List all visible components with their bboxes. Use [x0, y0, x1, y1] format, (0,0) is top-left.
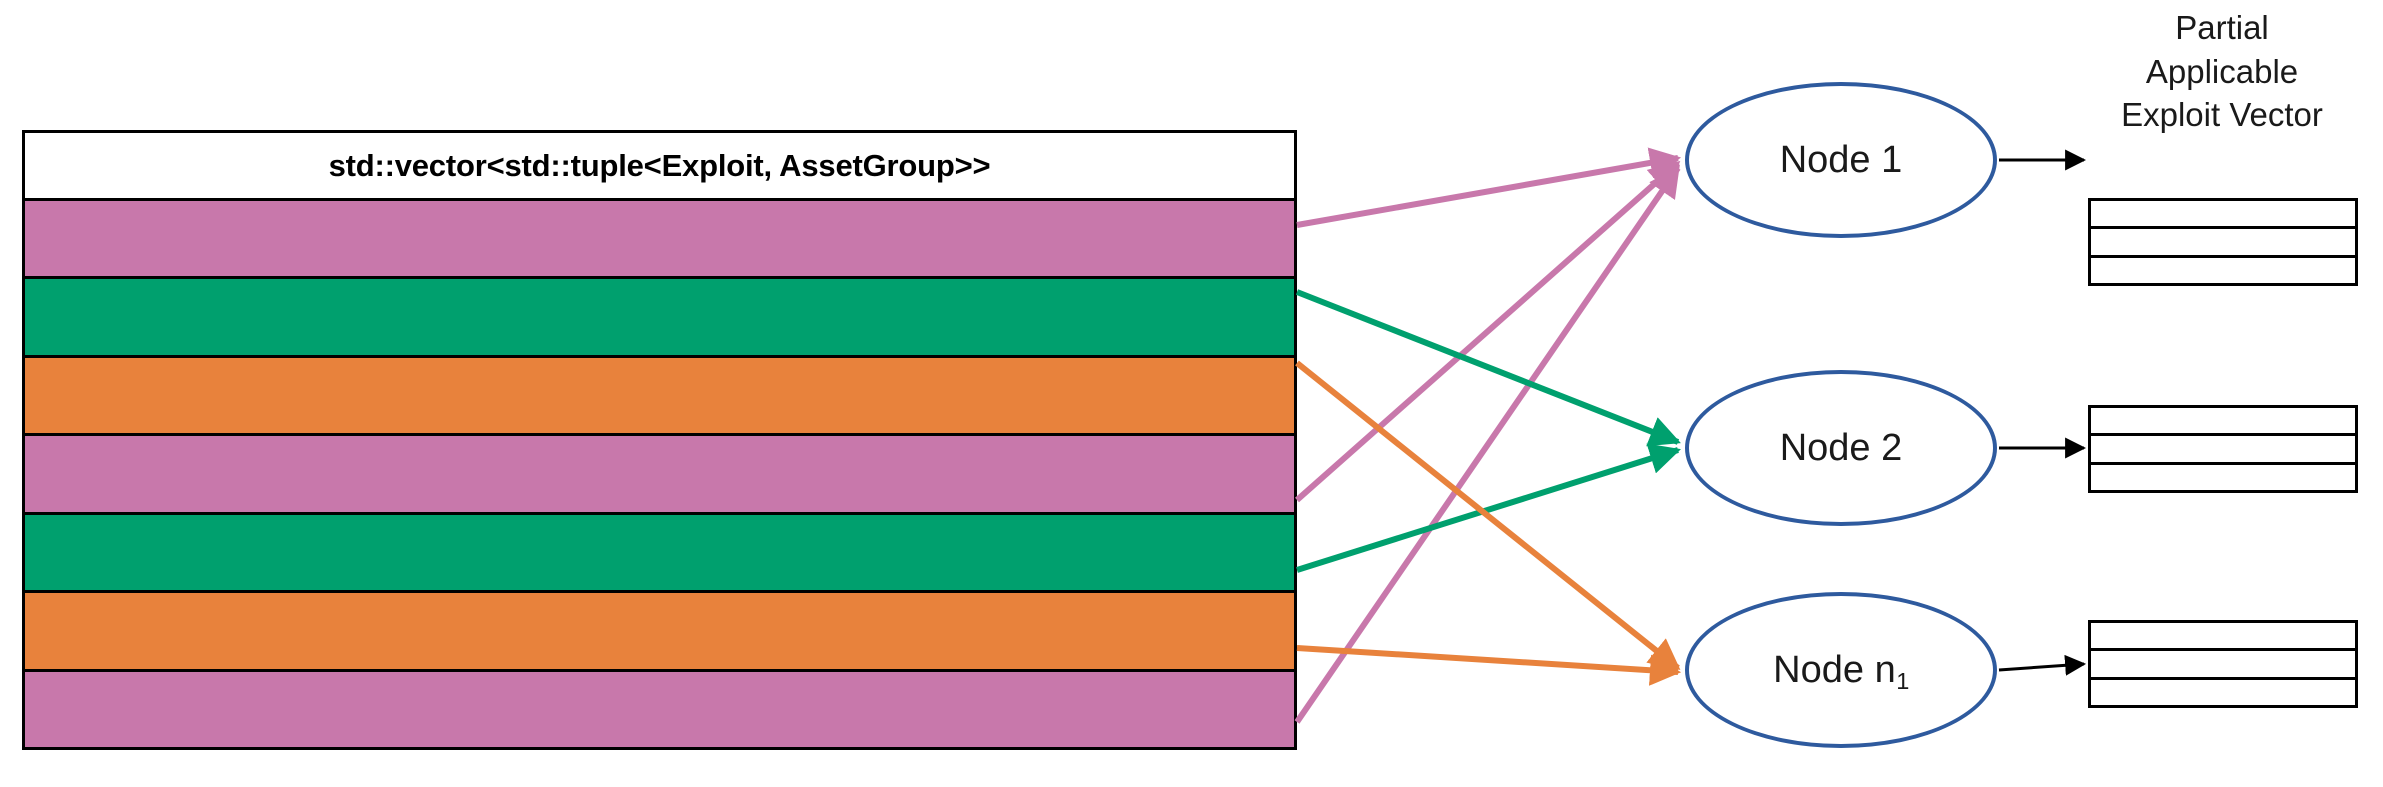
partial-vector-cell — [2091, 623, 2355, 652]
partial-applicable-exploit-vector-2 — [2088, 405, 2358, 493]
partial-vector-cell — [2091, 408, 2355, 437]
partial-applicable-exploit-vector-1 — [2088, 198, 2358, 286]
node-ellipse-node-n1[interactable]: Node n1 — [1685, 592, 1997, 748]
partial-vector-cell — [2091, 436, 2355, 465]
node-ellipse-node-2[interactable]: Node 2 — [1685, 370, 1997, 526]
node-label-base: Node n — [1773, 648, 1896, 691]
partial-vector-cell — [2091, 201, 2355, 230]
edge-row4-to-node1 — [1295, 160, 1681, 503]
table-row — [25, 593, 1294, 672]
table-row — [25, 514, 1294, 594]
partial-applicable-exploit-vector-heading: Partial Applicable Exploit Vector — [2062, 6, 2382, 137]
table-row — [25, 436, 1294, 515]
partial-vector-cell — [2091, 465, 2355, 490]
vector-table-header-label: std::vector<std::tuple<Exploit, AssetGro… — [25, 133, 1294, 201]
heading-line-3: Exploit Vector — [2121, 96, 2323, 134]
heading-line-1: Partial — [2175, 9, 2269, 46]
edge-row5-to-node2 — [1296, 443, 1681, 573]
heading-line-2: Applicable — [2145, 52, 2299, 90]
node-label: Node n1 — [1773, 648, 1910, 695]
node-label-subscript: 1 — [1896, 668, 1910, 695]
partial-vector-cell — [2091, 680, 2355, 705]
partial-vector-cell — [2091, 651, 2355, 680]
node-label: Node 1 — [1779, 138, 1903, 181]
edge-row7-to-node1 — [1294, 165, 1681, 724]
partial-vector-cell — [2091, 229, 2355, 258]
exploit-assetgroup-vector-table: std::vector<std::tuple<Exploit, AssetGro… — [22, 130, 1297, 750]
node-label: Node 2 — [1779, 426, 1903, 469]
table-row — [25, 671, 1294, 747]
node-ellipse-node-1[interactable]: Node 1 — [1685, 82, 1997, 238]
table-row — [25, 279, 1294, 358]
partial-applicable-exploit-vector-3 — [2088, 620, 2358, 708]
edge-row3-to-noden1 — [1295, 360, 1681, 671]
edge-row6-to-noden1 — [1296, 645, 1682, 686]
edge-noden1-to-pa-vector-3 — [1998, 654, 2087, 676]
partial-vector-cell — [2091, 258, 2355, 283]
table-row — [25, 201, 1294, 280]
edge-row2-to-node2 — [1295, 289, 1681, 447]
table-row — [25, 357, 1294, 437]
edge-row1-to-node1 — [1296, 147, 1682, 228]
